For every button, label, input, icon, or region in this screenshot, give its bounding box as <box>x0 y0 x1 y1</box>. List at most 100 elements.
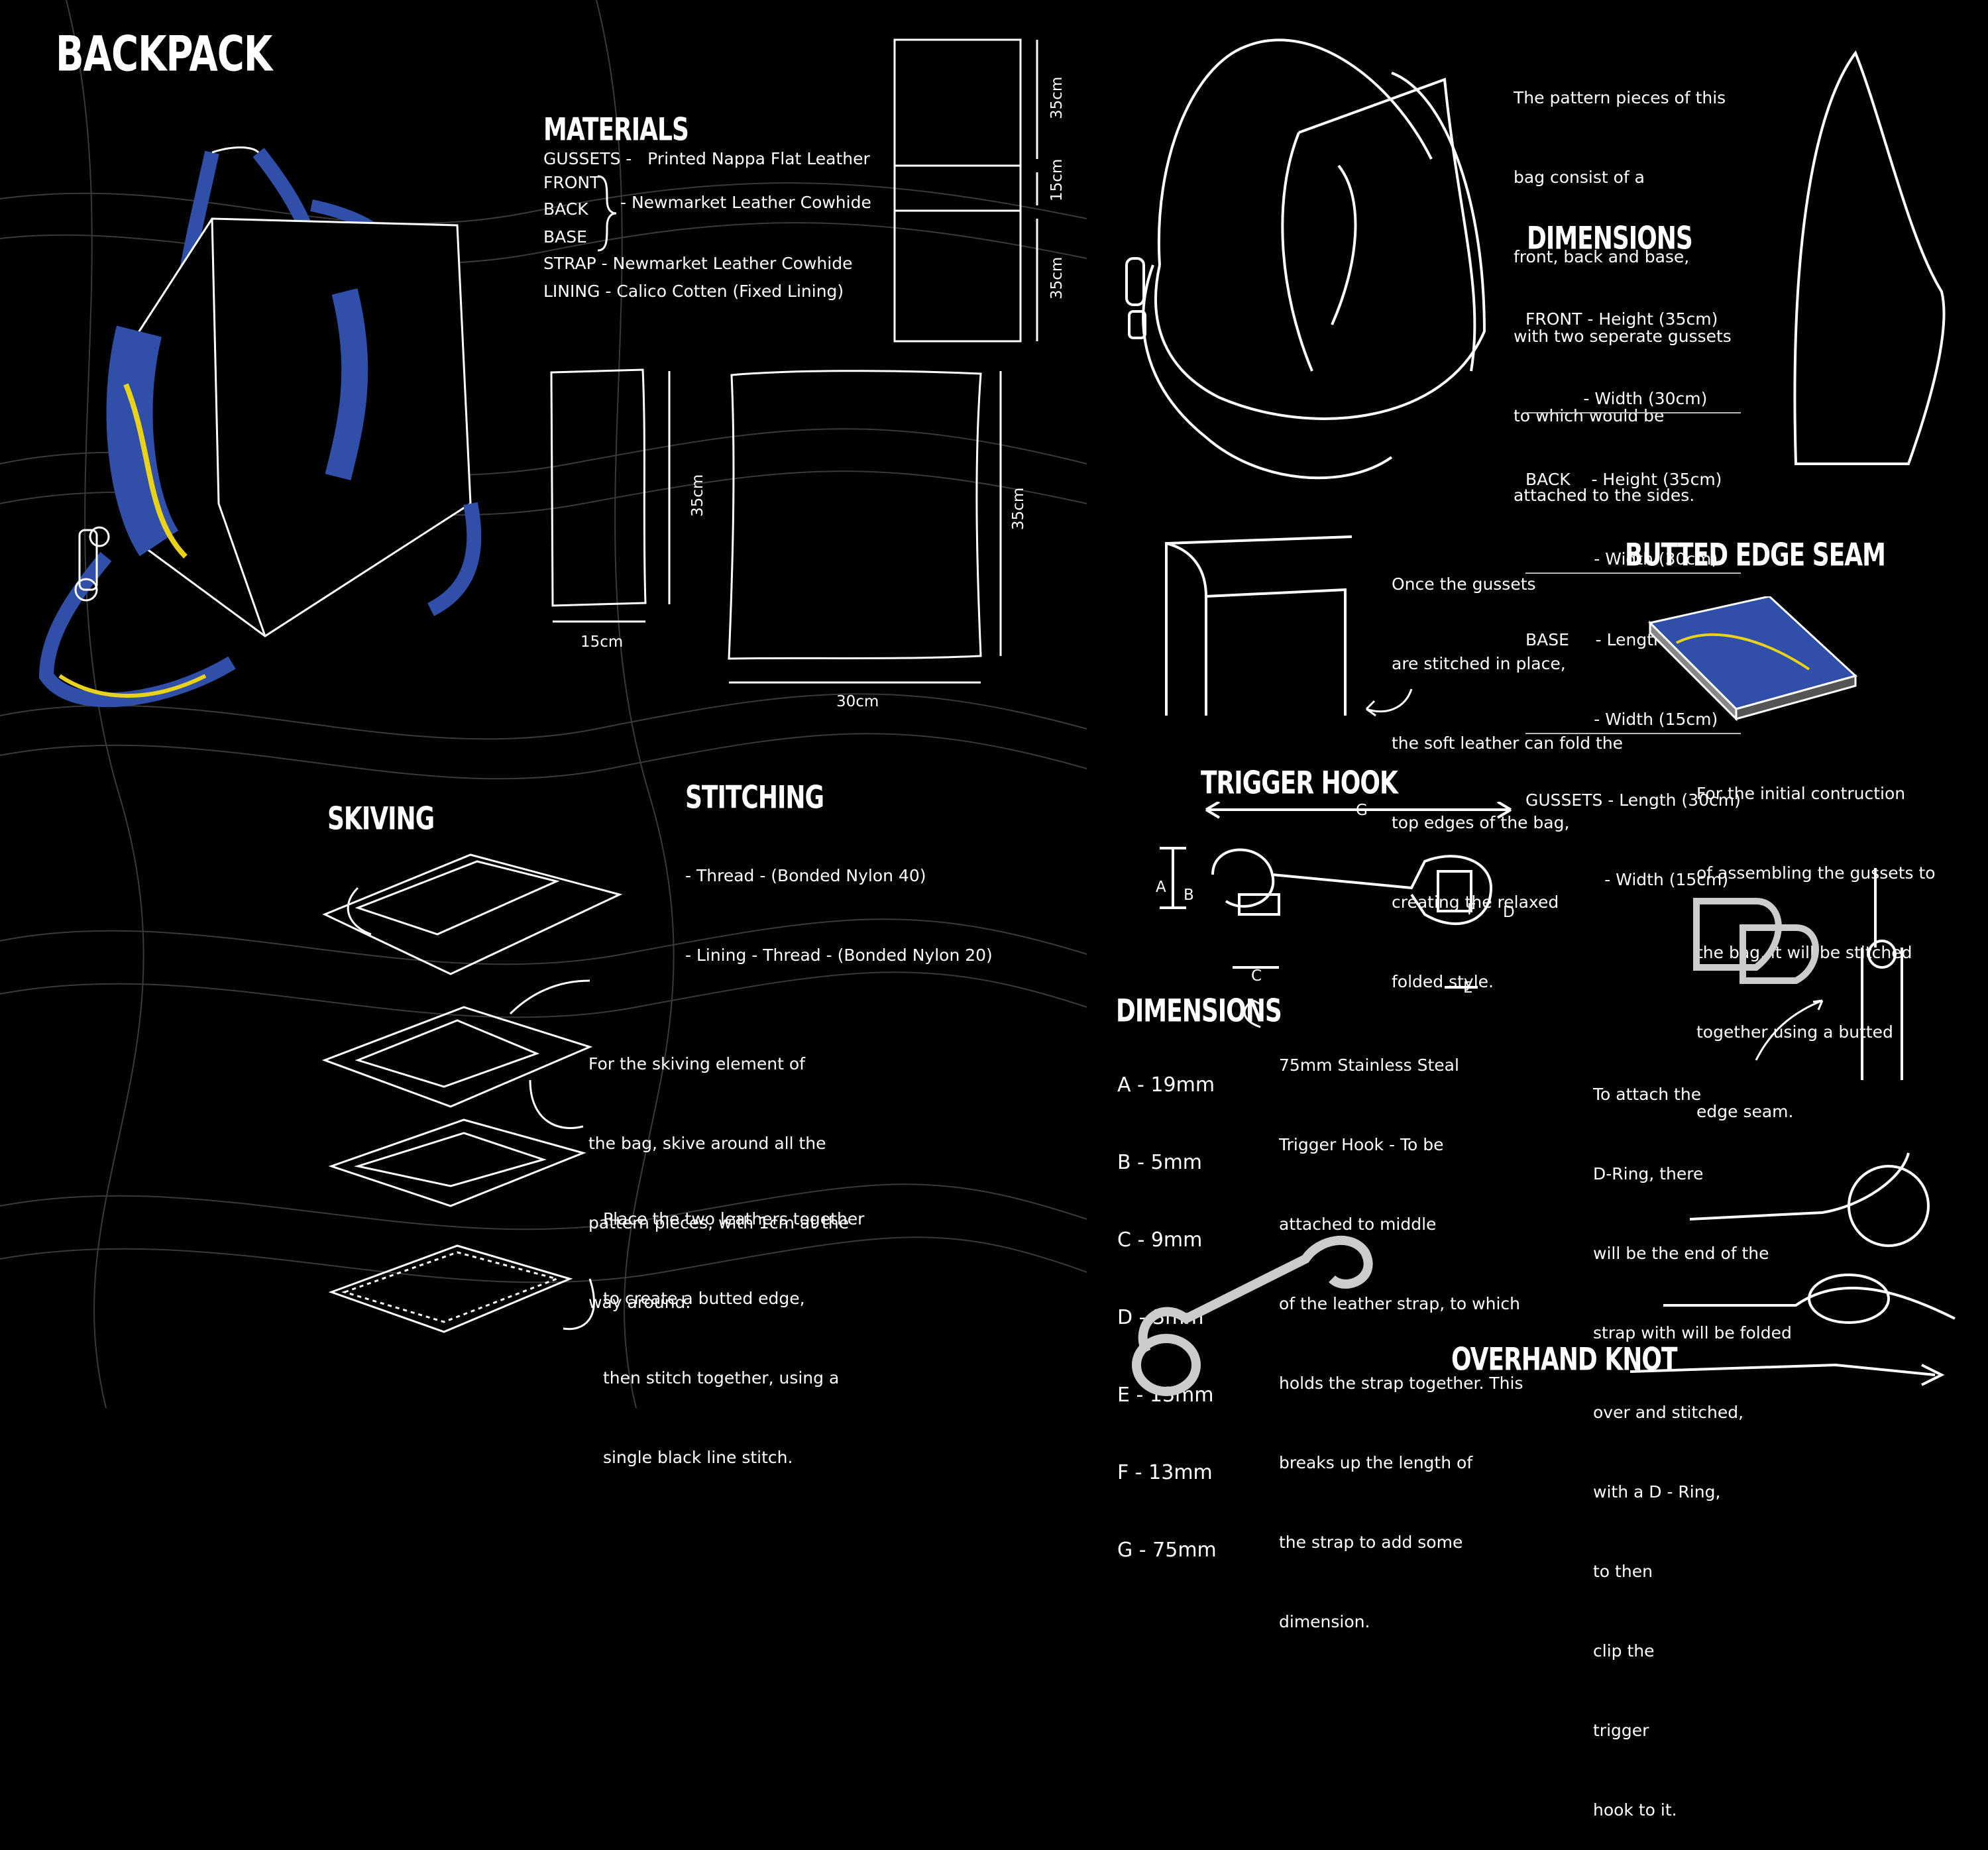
fold-description-line: top edges of the bag, <box>1392 813 1570 832</box>
dim-front-w: 30cm <box>836 693 879 710</box>
stitching-line: - Thread - (Bonded Nylon 40) <box>685 866 926 885</box>
d-ring-line: hook to it. <box>1593 1800 1677 1820</box>
dim-bottom: 35cm <box>1048 256 1066 299</box>
butted-edge-line: For the initial contruction <box>1696 784 1906 803</box>
dim-top: 35cm <box>1048 76 1066 119</box>
butted-edge-line: of assembling the gussets to <box>1696 863 1936 883</box>
materials-base: BASE <box>543 227 587 246</box>
dimensions-row: - Width (15cm) <box>1525 870 1729 889</box>
d-ring-line: trigger <box>1593 1721 1649 1740</box>
materials-front: FRONT <box>543 173 600 192</box>
front-piece <box>728 370 1002 684</box>
trigger-hook-heading: TRIGGER HOOK <box>1201 766 1398 802</box>
d-ring-line: with a D - Ring, <box>1593 1482 1721 1501</box>
trigger-description-line: dimension. <box>1279 1612 1370 1631</box>
right-page <box>1087 0 1988 1408</box>
d-ring-line: over and stitched, <box>1593 1403 1744 1422</box>
pattern-description-line: with two seperate gussets <box>1514 327 1732 346</box>
materials-back: BACK <box>543 199 588 219</box>
dimensions-row: GUSSETS - Length (30cm) <box>1525 790 1741 810</box>
trigger-description-line: breaks up the length of <box>1279 1453 1473 1472</box>
butted-edge-heading: BUTTED EDGE SEAM <box>1625 538 1886 574</box>
dimensions-row: - Width (30cm) <box>1525 386 1741 413</box>
dim-front-h: 35cm <box>1010 487 1027 530</box>
trigger-description-line: the strap to add some <box>1279 1533 1463 1552</box>
fold-description-line: are stitched in place, <box>1392 654 1566 673</box>
trigger-dim-item: A - 19mm <box>1117 1073 1215 1097</box>
dimensions-row: - Width (15cm) <box>1525 706 1741 734</box>
skiving-text-2-line: Place the two leathers together <box>603 1209 865 1228</box>
trigger-dim-item: G - 75mm <box>1117 1539 1217 1562</box>
trigger-description-line: 75mm Stainless Steal <box>1279 1056 1459 1075</box>
pattern-description-line: to which would be <box>1514 406 1665 425</box>
materials-heading: MATERIALS <box>543 113 689 148</box>
trigger-hook-photo <box>1132 1235 1373 1396</box>
label-f: F <box>1467 901 1476 918</box>
pattern-description-line: front, back and base, <box>1514 247 1690 266</box>
pattern-panel <box>893 38 1038 343</box>
curved-arrow-icon <box>1365 688 1413 717</box>
bag-sketch <box>1125 38 1486 480</box>
d-ring-line: To attach the <box>1593 1085 1702 1104</box>
label-c: C <box>1251 967 1262 985</box>
label-e: E <box>1463 979 1473 997</box>
fold-description-line: the soft leather can fold the <box>1392 734 1624 753</box>
d-ring-line: strap with will be folded <box>1593 1323 1792 1342</box>
curved-arrow-icon <box>1243 999 1264 1028</box>
materials-lining: LINING - Calico Cotten (Fixed Lining) <box>543 282 844 301</box>
dimensions-row: - Width (30cm) <box>1525 546 1741 574</box>
curved-arrow-icon <box>1755 999 1824 1061</box>
d-ring-illustration <box>1693 868 1903 1080</box>
brace-icon <box>597 175 617 252</box>
butted-edge-line: edge seam. <box>1696 1102 1794 1121</box>
fold-description-line: creating the relaxed <box>1392 893 1559 912</box>
backpack-illustration <box>38 146 482 708</box>
materials-group-note: - Newmarket Leather Cowhide <box>620 193 871 212</box>
trigger-hook-diagram <box>1160 802 1512 989</box>
d-ring-line: clip the <box>1593 1641 1655 1660</box>
label-d: D <box>1503 904 1515 921</box>
gusset-side-view <box>1793 50 1946 465</box>
skiving-text-1: For the skiving element of the bag, skiv… <box>588 998 849 1342</box>
skiving-text-1-line: the bag, skive around all the <box>588 1134 826 1153</box>
trigger-description-line: of the leather strap, to which <box>1279 1294 1520 1313</box>
label-g: G <box>1356 802 1368 819</box>
fold-description-line: Once the gussets <box>1392 574 1536 594</box>
dimensions-row: BACK - Height (35cm) <box>1525 470 1722 489</box>
trigger-dim-item: F - 13mm <box>1117 1461 1213 1484</box>
materials-gussets: GUSSETS - Printed Nappa Flat Leather <box>543 149 870 168</box>
overhand-knot-heading: OVERHAND KNOT <box>1451 1342 1678 1378</box>
d-ring-line: D-Ring, there <box>1593 1164 1704 1183</box>
materials-strap: STRAP - Newmarket Leather Cowhide <box>543 254 853 273</box>
skiving-text-2: Place the two leathers together to creat… <box>603 1153 864 1497</box>
skiving-heading: SKIVING <box>327 802 435 838</box>
dimensions-row: FRONT - Height (35cm) <box>1525 309 1718 329</box>
page-title: BACKPACK <box>56 27 272 83</box>
skiving-text-1-line: For the skiving element of <box>588 1054 805 1073</box>
stitching-lines: - Thread - (Bonded Nylon 40) - Lining - … <box>685 810 993 995</box>
trigger-dim-item: C - 9mm <box>1117 1228 1203 1252</box>
pattern-description: The pattern pieces of this bag consist o… <box>1514 32 1732 535</box>
overhand-knot-steps <box>1629 1152 1956 1386</box>
skiving-steps <box>321 853 623 1333</box>
pattern-description-line: attached to the sides. <box>1514 486 1695 505</box>
label-a: A <box>1156 879 1166 896</box>
trigger-description-line: holds the strap together. This <box>1279 1374 1523 1393</box>
pattern-description-line: bag consist of a <box>1514 168 1645 187</box>
stitching-line: - Lining - Thread - (Bonded Nylon 20) <box>685 946 993 965</box>
pattern-description-line: The pattern pieces of this <box>1514 88 1726 107</box>
trigger-description-line: attached to middle <box>1279 1215 1437 1234</box>
trigger-dim-item: B - 5mm <box>1117 1151 1203 1174</box>
dimensions-heading: DIMENSIONS <box>1527 221 1693 257</box>
label-b: B <box>1184 887 1194 904</box>
skiving-text-2-line: then stitch together, using a <box>603 1368 840 1388</box>
skiving-text-1-line: way around. <box>588 1293 691 1312</box>
dim-gusset-h: 35cm <box>689 474 706 517</box>
skiving-text-2-line: to create a butted edge, <box>603 1289 805 1308</box>
stitching-heading: STITCHING <box>685 781 824 816</box>
skiving-text-2-line: single black line stitch. <box>603 1448 793 1467</box>
skiving-text-1-line: pattern pieces, with 1cm at the <box>588 1213 850 1232</box>
butted-edge-illustration <box>1648 596 1857 722</box>
trigger-description-line: Trigger Hook - To be <box>1279 1135 1444 1154</box>
